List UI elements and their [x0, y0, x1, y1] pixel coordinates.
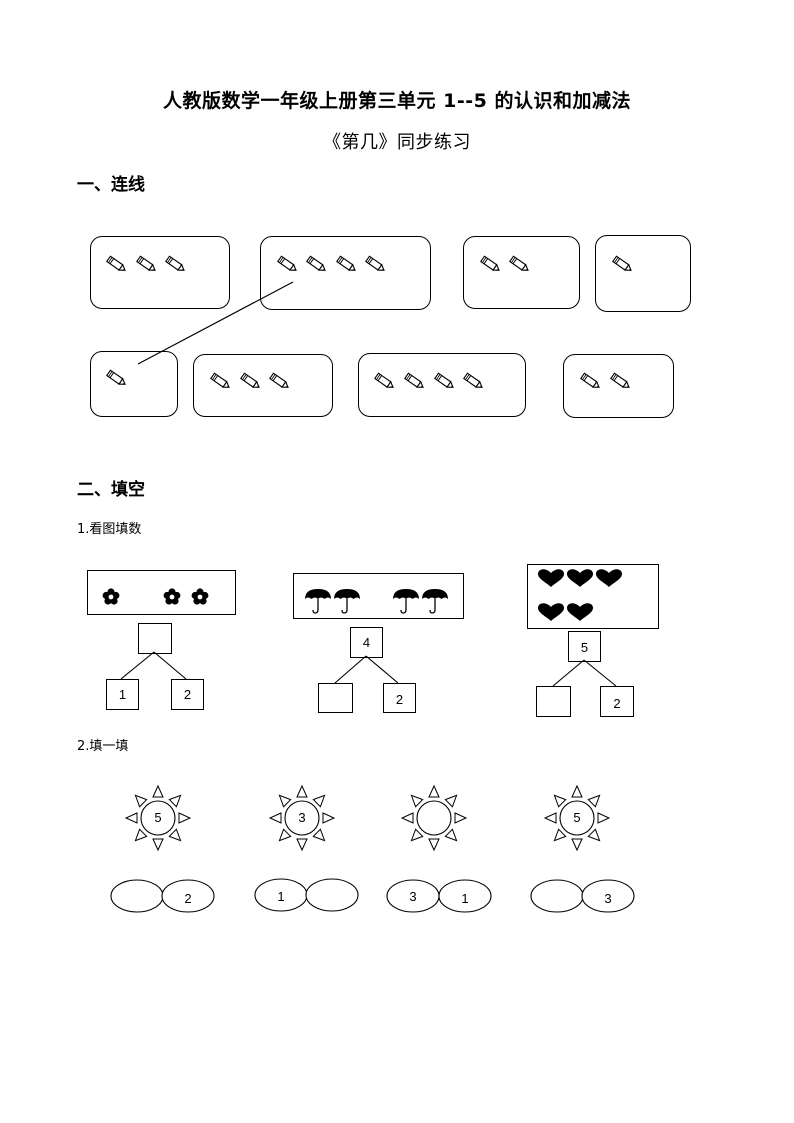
pencil-icon [463, 372, 485, 391]
pencil-icon [612, 255, 634, 274]
match-box-bottom-1[interactable] [90, 351, 178, 417]
pencil-icon [306, 255, 328, 274]
pencil-icon [434, 372, 456, 391]
question-2-label: 2.填一填 [77, 739, 129, 754]
sun-center-number[interactable]: 3 [298, 810, 306, 825]
answer-box-part[interactable]: 2 [600, 686, 634, 717]
page-subtitle: 《第几》同步练习 [323, 132, 471, 153]
match-box-bottom-4[interactable] [563, 354, 674, 418]
pencil-icon [336, 255, 358, 274]
pencil-icon [277, 255, 299, 274]
question-1-label: 1.看图填数 [77, 522, 142, 537]
pencil-icon [165, 255, 187, 274]
pencil-icon [374, 372, 396, 391]
match-box-top-1[interactable] [90, 236, 230, 309]
match-box-bottom-2[interactable] [193, 354, 333, 417]
pencil-group-top-2 [277, 255, 387, 274]
sun-center-number[interactable]: 5 [573, 810, 581, 825]
split-ovals [110, 878, 635, 913]
answer-box-part[interactable]: 2 [383, 683, 416, 713]
answer-box-total[interactable] [138, 623, 172, 654]
oval-number-right[interactable]: 3 [604, 891, 612, 906]
sun-center-number[interactable]: 5 [154, 810, 162, 825]
sun-icon [401, 785, 467, 851]
page-title: 人教版数学一年级上册第三单元 1--5 的认识和加减法 [163, 90, 631, 112]
oval-number-right[interactable]: 2 [184, 891, 192, 906]
pencil-group-bottom-3 [374, 372, 485, 391]
match-box-top-2[interactable] [260, 236, 431, 310]
pencil-group-top-4 [612, 255, 634, 274]
pencil-icon [480, 255, 502, 274]
answer-box-part[interactable]: 1 [106, 679, 139, 710]
oval-number-left[interactable]: 1 [277, 889, 285, 904]
pencil-group-bottom-1 [106, 369, 128, 388]
picture-frame-hearts [527, 564, 659, 629]
pencil-group-bottom-4 [580, 372, 632, 391]
pencil-icon [610, 372, 632, 391]
pencil-group-bottom-2 [210, 372, 291, 391]
answer-box-total[interactable]: 5 [568, 631, 601, 662]
pencil-icon [509, 255, 531, 274]
match-box-top-4[interactable] [595, 235, 691, 312]
pencil-group-top-3 [480, 255, 531, 274]
example-match-line [137, 281, 294, 365]
pencil-group-top-1 [106, 255, 187, 274]
pencil-icon [404, 372, 426, 391]
pencil-icon [106, 369, 128, 388]
answer-box-part[interactable]: 2 [171, 679, 204, 710]
section-heading-matching: 一、连线 [77, 175, 145, 195]
pencil-icon [210, 372, 232, 391]
picture-frame-flowers [87, 570, 236, 615]
pencil-icon [269, 372, 291, 391]
answer-box-part[interactable] [318, 683, 353, 713]
pencil-icon [136, 255, 158, 274]
pencil-icon [580, 372, 602, 391]
tree-lines [120, 651, 617, 687]
match-box-top-3[interactable] [463, 236, 580, 309]
oval-number-right[interactable]: 1 [461, 891, 469, 906]
oval-number-left[interactable]: 3 [409, 889, 417, 904]
answer-box-total[interactable]: 4 [350, 627, 383, 658]
match-box-bottom-3[interactable] [358, 353, 526, 417]
pencil-icon [240, 372, 262, 391]
picture-frame-umbrellas [293, 573, 464, 619]
answer-box-part[interactable] [536, 686, 571, 717]
section-heading-fill: 二、填空 [77, 480, 145, 500]
pencil-icon [106, 255, 128, 274]
pencil-icon [365, 255, 387, 274]
